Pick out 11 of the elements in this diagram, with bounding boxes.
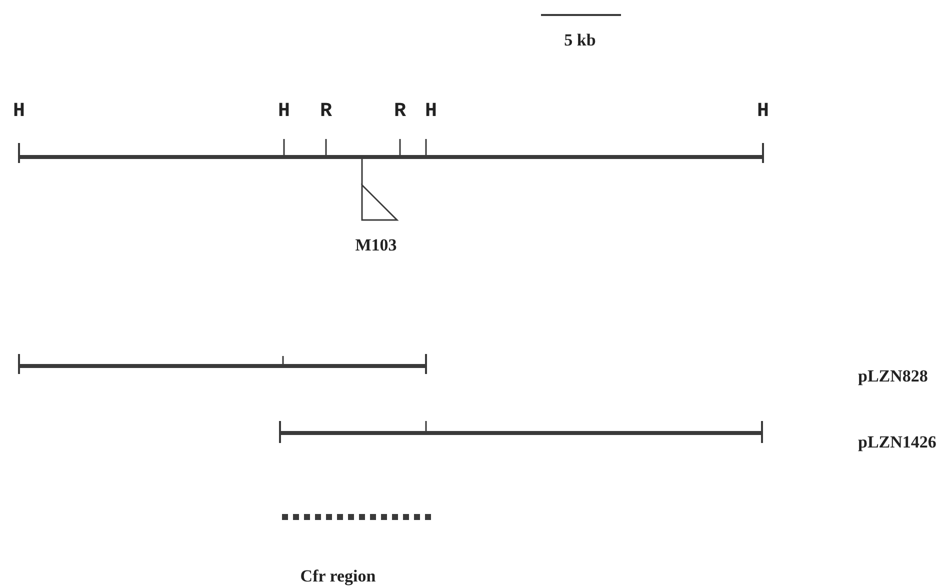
insertion-label: M103 bbox=[355, 236, 397, 254]
site-label: H bbox=[757, 102, 769, 122]
site-label: R bbox=[320, 102, 332, 122]
region-label: Cfr region bbox=[300, 568, 376, 584]
scale-label: 5 kb bbox=[564, 32, 596, 48]
site-label: H bbox=[425, 102, 437, 122]
site-label: H bbox=[13, 102, 25, 122]
clone-label: pLZN1426 bbox=[858, 434, 936, 450]
site-label: R bbox=[394, 102, 406, 122]
site-label: H bbox=[278, 102, 290, 122]
clone-label: pLZN828 bbox=[858, 368, 928, 384]
